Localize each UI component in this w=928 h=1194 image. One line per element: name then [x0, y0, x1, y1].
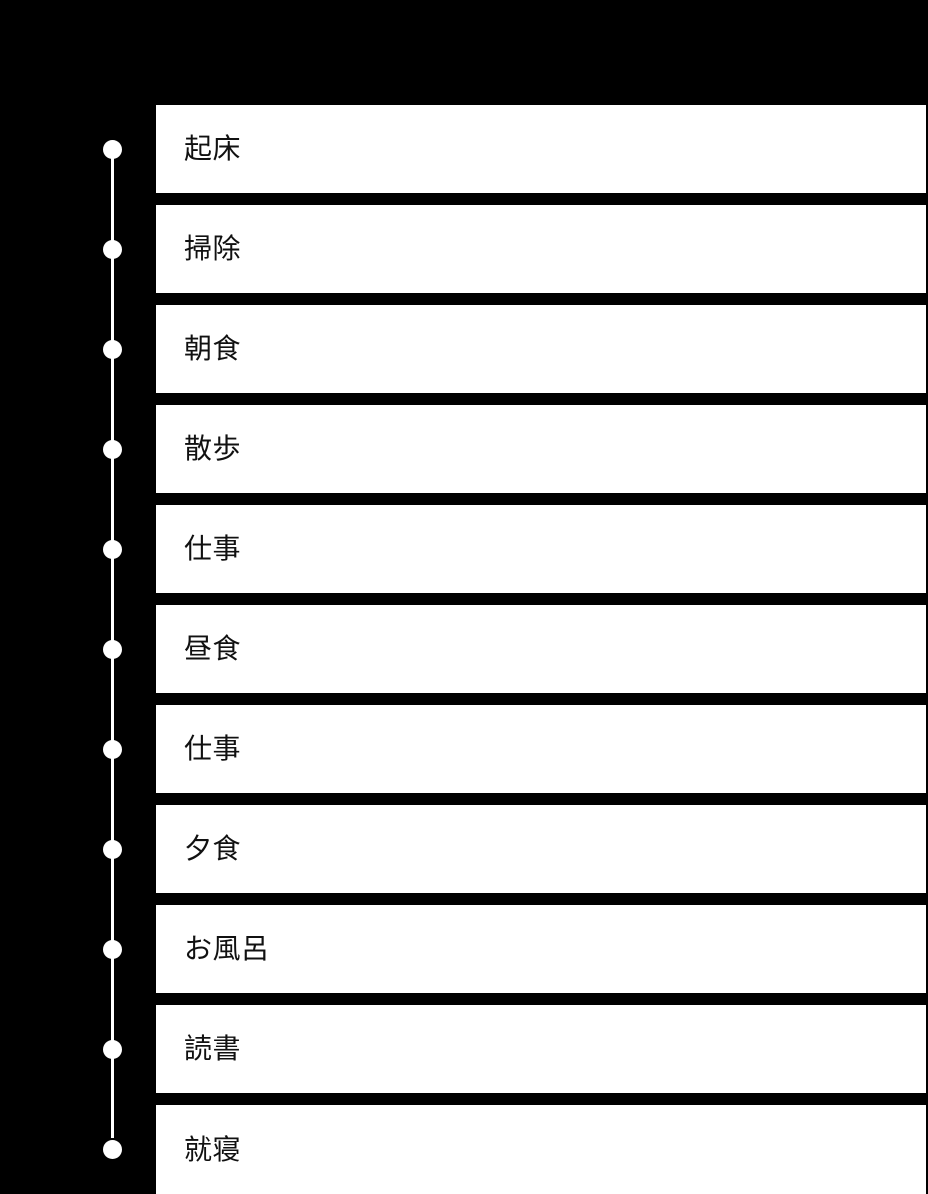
- timeline-card[interactable]: 掃除: [156, 205, 926, 293]
- timeline-card-label: お風呂: [184, 932, 270, 965]
- timeline-card-label: 仕事: [184, 732, 242, 765]
- timeline-card[interactable]: 夕食: [156, 805, 926, 893]
- timeline-card[interactable]: 朝食: [156, 305, 926, 393]
- timeline-card[interactable]: 就寝: [156, 1105, 926, 1194]
- timeline-card-label: 読書: [184, 1032, 242, 1065]
- timeline-card-label: 仕事: [184, 532, 242, 565]
- timeline-card-label: 朝食: [184, 332, 242, 365]
- timeline-card[interactable]: 仕事: [156, 505, 926, 593]
- timeline-card-label: 掃除: [184, 232, 242, 265]
- timeline-card[interactable]: 起床: [156, 105, 926, 193]
- timeline-card-label: 夕食: [184, 832, 242, 865]
- timeline-marker-dot[interactable]: [103, 840, 122, 859]
- timeline-marker-dot[interactable]: [103, 1140, 122, 1159]
- timeline-card[interactable]: 仕事: [156, 705, 926, 793]
- timeline-marker-dot[interactable]: [103, 740, 122, 759]
- timeline-card[interactable]: 読書: [156, 1005, 926, 1093]
- timeline-marker-dot[interactable]: [103, 240, 122, 259]
- timeline-marker-dot[interactable]: [103, 940, 122, 959]
- timeline-card-label: 起床: [184, 132, 242, 165]
- timeline-marker-dot[interactable]: [103, 1040, 122, 1059]
- timeline-marker-dot[interactable]: [103, 440, 122, 459]
- timeline-card-label: 就寝: [184, 1132, 242, 1166]
- timeline-rail: [0, 0, 156, 1182]
- timeline-card[interactable]: 散歩: [156, 405, 926, 493]
- timeline-card-label: 昼食: [184, 632, 242, 665]
- timeline-marker-dot[interactable]: [103, 140, 122, 159]
- timeline-marker-dot[interactable]: [103, 640, 122, 659]
- timeline-card-list: 起床掃除朝食散歩仕事昼食仕事夕食お風呂読書就寝: [156, 105, 926, 1194]
- timeline-marker-dot[interactable]: [103, 340, 122, 359]
- timeline-marker-dot[interactable]: [103, 540, 122, 559]
- timeline-card[interactable]: お風呂: [156, 905, 926, 993]
- timeline-card[interactable]: 昼食: [156, 605, 926, 693]
- timeline-card-label: 散歩: [184, 432, 242, 465]
